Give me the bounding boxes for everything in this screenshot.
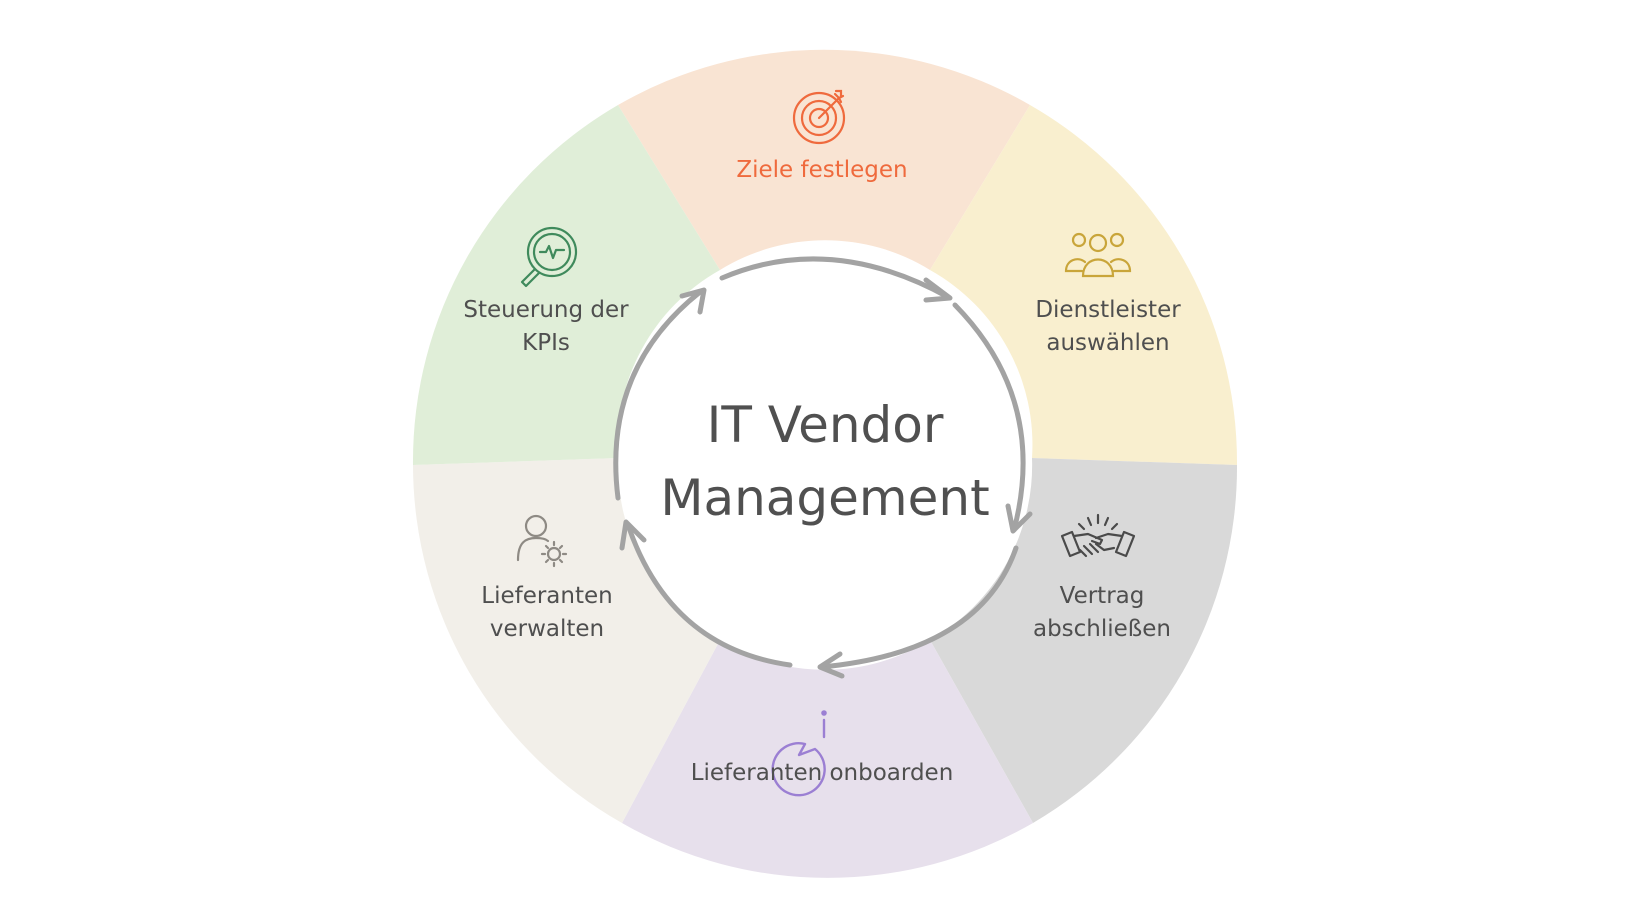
- label-lieferanten-verwalten-line1: Lieferanten: [481, 583, 612, 609]
- arrow-head-left: [679, 287, 707, 315]
- arrow-arc-right: [952, 302, 1026, 533]
- arrow-head-bottom-left: [619, 519, 647, 551]
- arrow-head-right: [1005, 503, 1033, 534]
- handshake-icon: [1060, 513, 1136, 558]
- info-chat-icon: [771, 710, 827, 797]
- arrow-head-top: [923, 277, 953, 303]
- label-steuerung-line1: Steuerung der: [463, 297, 629, 323]
- segment-ziele-festlegen: [618, 105, 1030, 270]
- magnifier-pulse-icon: [520, 226, 578, 288]
- arrow-arc-bottom-right: [819, 545, 1019, 670]
- center-disc: [625, 255, 1025, 655]
- segment-lieferanten-verwalten: [413, 458, 720, 823]
- arrow-arc-bottom-left: [625, 522, 793, 668]
- arrow-arc-left: [613, 289, 703, 501]
- label-vertrag-line2: abschließen: [1033, 616, 1171, 642]
- segment-vertrag-abschliessen: [930, 458, 1238, 823]
- label-dienstleister-line2: auswählen: [1046, 330, 1169, 356]
- segment-dienstleister-auswaehlen: [930, 105, 1238, 465]
- label-dienstleister-line1: Dienstleister: [1035, 297, 1181, 323]
- label-steuerung-line2: KPIs: [522, 330, 570, 356]
- ring-segments: [412, 105, 1238, 878]
- label-vertrag-line1: Vertrag: [1060, 583, 1145, 609]
- center-title-line2: Management: [660, 469, 989, 527]
- user-gear-icon: [516, 514, 568, 568]
- people-group-icon: [1064, 232, 1132, 278]
- label-lieferanten-verwalten-line2: verwalten: [490, 616, 604, 642]
- arrow-head-bottom-right: [817, 651, 845, 679]
- segment-ziele-festlegen-top: [618, 49, 1030, 105]
- arrow-arc-top: [719, 256, 951, 300]
- segment-steuerung-der-kpis: [412, 105, 720, 465]
- segment-lieferanten-onboarden: [622, 640, 1033, 878]
- center-title-line1: IT Vendor: [707, 396, 944, 454]
- label-lieferanten-onboarden: Lieferanten onboarden: [691, 760, 954, 786]
- label-ziele-festlegen: Ziele festlegen: [736, 157, 907, 183]
- target-icon: [792, 89, 846, 145]
- cycle-arrows: [613, 256, 1033, 679]
